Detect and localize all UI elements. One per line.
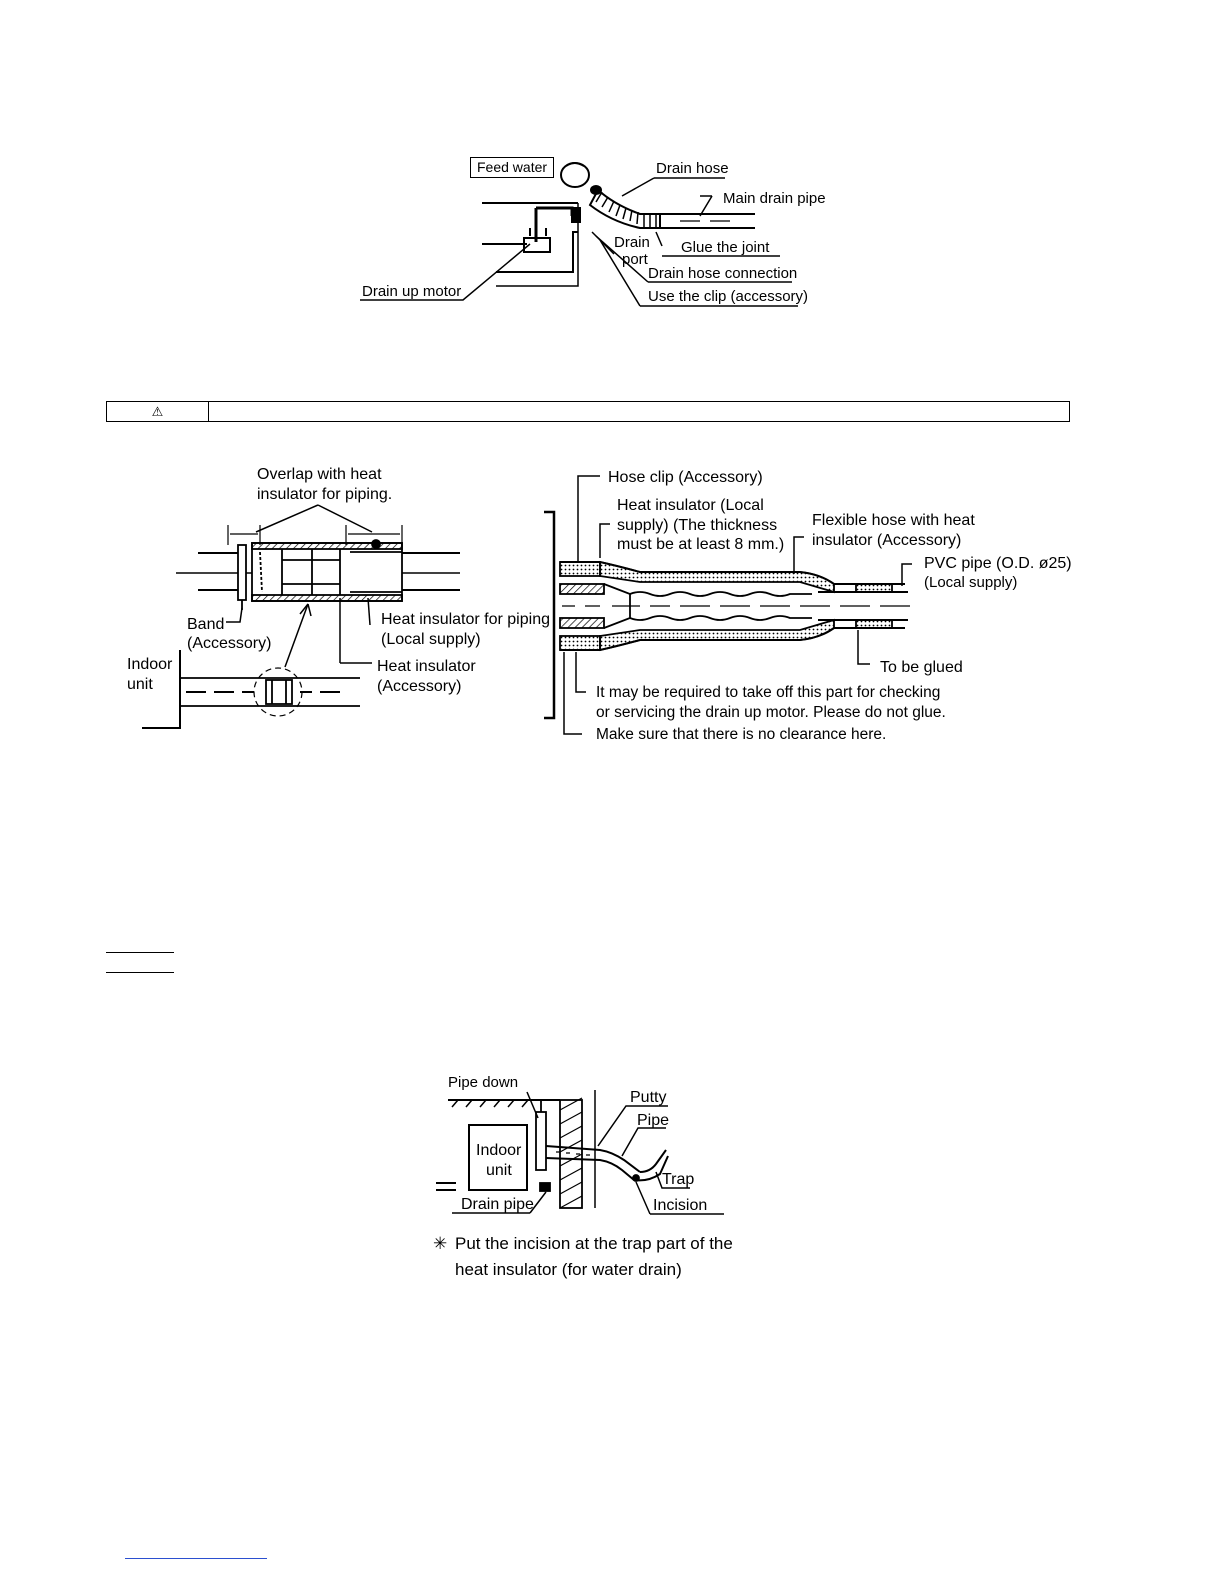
main-drain-pipe-label: Main drain pipe: [723, 190, 826, 207]
heat-insulator-local-label-line3: must be at least 8 mm.): [617, 536, 785, 553]
hose-clip-label: Hose clip (Accessory): [608, 469, 763, 486]
feed-water-label: Feed water: [470, 157, 555, 178]
drain-up-motor-label: Drain up motor: [362, 283, 462, 300]
heading-underline-2: [106, 972, 174, 973]
heat-insulator-local-label-light: (Local: [715, 497, 764, 514]
pvc-pipe-label-line2: (Local supply): [924, 574, 1018, 591]
drain-port-label-line2: port: [622, 251, 648, 268]
flexible-hose-label-line1: Flexible hose with heat: [812, 512, 975, 529]
heat-insulator-local-label-bold: Heat insulator: [617, 497, 716, 514]
drain-hose-label: Drain hose: [656, 160, 729, 177]
overlap-label-line1: Overlap with heat: [257, 466, 382, 483]
overlap-label-line2: insulator for piping.: [257, 486, 393, 503]
band-label-line2: (Accessory): [187, 635, 272, 652]
heat-insulator-local-label-line2: supply) (The thickness: [617, 517, 778, 534]
indoor-unit-label-line1: Indoor: [127, 656, 173, 673]
band-label-line1: Band: [187, 616, 225, 633]
no-clearance-note: Make sure that there is no clearance her…: [596, 726, 887, 743]
heat-insulator-accessory-label-line1: Heat insulator: [377, 658, 476, 675]
take-off-note-line1: It may be required to take off this part…: [596, 684, 941, 701]
trap-label: Trap: [662, 1171, 695, 1188]
pipe-label: Pipe: [637, 1112, 670, 1129]
pvc-pipe-label-line1: PVC pipe (O.D. ø25): [924, 555, 1072, 572]
pipe-down-label: Pipe down: [448, 1074, 519, 1091]
incision-note-line1: Put the incision at the trap part of the: [455, 1234, 733, 1253]
incision-note-line2: heat insulator (for water drain): [455, 1260, 682, 1279]
use-the-clip-label: Use the clip (accessory): [648, 288, 809, 305]
indoor-unit-box-label-line1: Indoor: [476, 1142, 522, 1159]
putty-label: Putty: [630, 1089, 667, 1106]
drain-port-label-line1: Drain: [614, 234, 650, 251]
indoor-unit-label-line2: unit: [127, 676, 153, 693]
flexible-hose-label-line2: insulator (Accessory): [812, 532, 962, 549]
drain-hose-connection-label: Drain hose connection: [648, 265, 798, 282]
heat-insulator-piping-label-line2: (Local supply): [381, 631, 481, 648]
heat-insulator-piping-label-line1: Heat insulator for piping: [381, 611, 550, 628]
incision-label: Incision: [653, 1197, 708, 1214]
asterisk-icon: ✳: [433, 1234, 448, 1253]
footer-link-underline: [125, 1558, 267, 1559]
glue-the-joint-label: Glue the joint: [681, 239, 770, 256]
warning-triangle-icon: ⚠: [151, 404, 164, 419]
indoor-unit-box-label-line2: unit: [486, 1162, 512, 1179]
drain-pipe-label: Drain pipe: [461, 1196, 534, 1213]
to-be-glued-label: To be glued: [880, 659, 963, 676]
take-off-note-line2: or servicing the drain up motor. Please …: [596, 704, 946, 721]
heat-insulator-local-label-line1: Heat insulator (Local: [617, 496, 764, 515]
caution-icon-cell: ⚠: [107, 402, 209, 421]
caution-table-row: ⚠: [106, 401, 1070, 422]
heading-underline: [106, 952, 174, 953]
heat-insulator-accessory-label-line2: (Accessory): [377, 678, 462, 695]
